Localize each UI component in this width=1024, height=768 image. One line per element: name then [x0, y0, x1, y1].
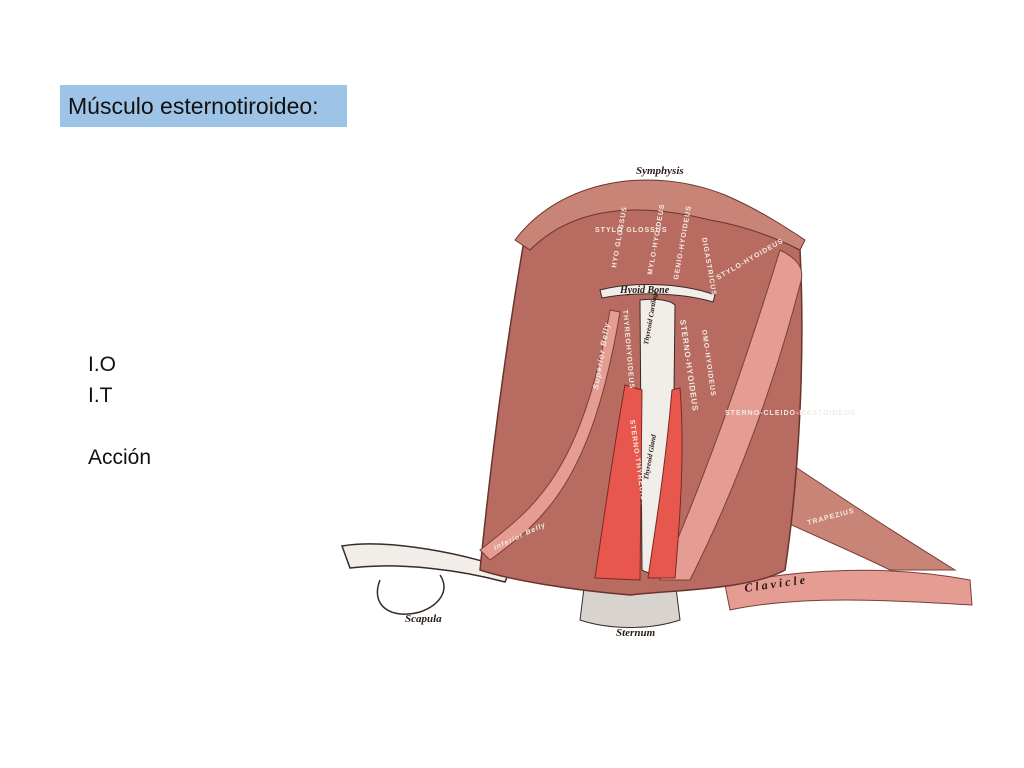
mandible-shape: [514, 179, 806, 251]
bullet-origin: I.O: [88, 353, 117, 376]
label-symphysis: Symphysis: [636, 165, 684, 177]
sternocleidomastoid-shape: [659, 249, 803, 581]
sternothyroid-left: [594, 384, 643, 581]
omohyoid-shape: [479, 309, 621, 561]
clavicle-shape: [724, 569, 973, 611]
label-scapula: Scapula: [405, 613, 442, 625]
scapula-outline: [376, 574, 445, 615]
label-stylo-glossus: STYLO GLOSSUS: [595, 227, 668, 234]
bullet-action: Acción: [88, 446, 152, 469]
label-hyoid-bone: Hyoid Bone: [619, 285, 670, 296]
label-sternum: Sternum: [616, 627, 656, 639]
hyoid-bone-shape: [599, 284, 716, 303]
bullet-list: I.O I.T Acción: [88, 349, 151, 473]
bullet-spacer: [88, 411, 151, 442]
bullet-insertion: I.T: [88, 384, 113, 407]
slide-title: Músculo esternotiroideo:: [60, 85, 347, 127]
neck-muscles-illustration: Symphysis Hyoid Bone Scapula Sternum Cla…: [340, 165, 973, 639]
trapezius-shape: [759, 449, 957, 571]
label-sterno-cleido-mastoideus: STERNO-CLEIDO-MASTOIDEUS: [725, 410, 856, 417]
sternothyroid-right: [647, 387, 683, 579]
